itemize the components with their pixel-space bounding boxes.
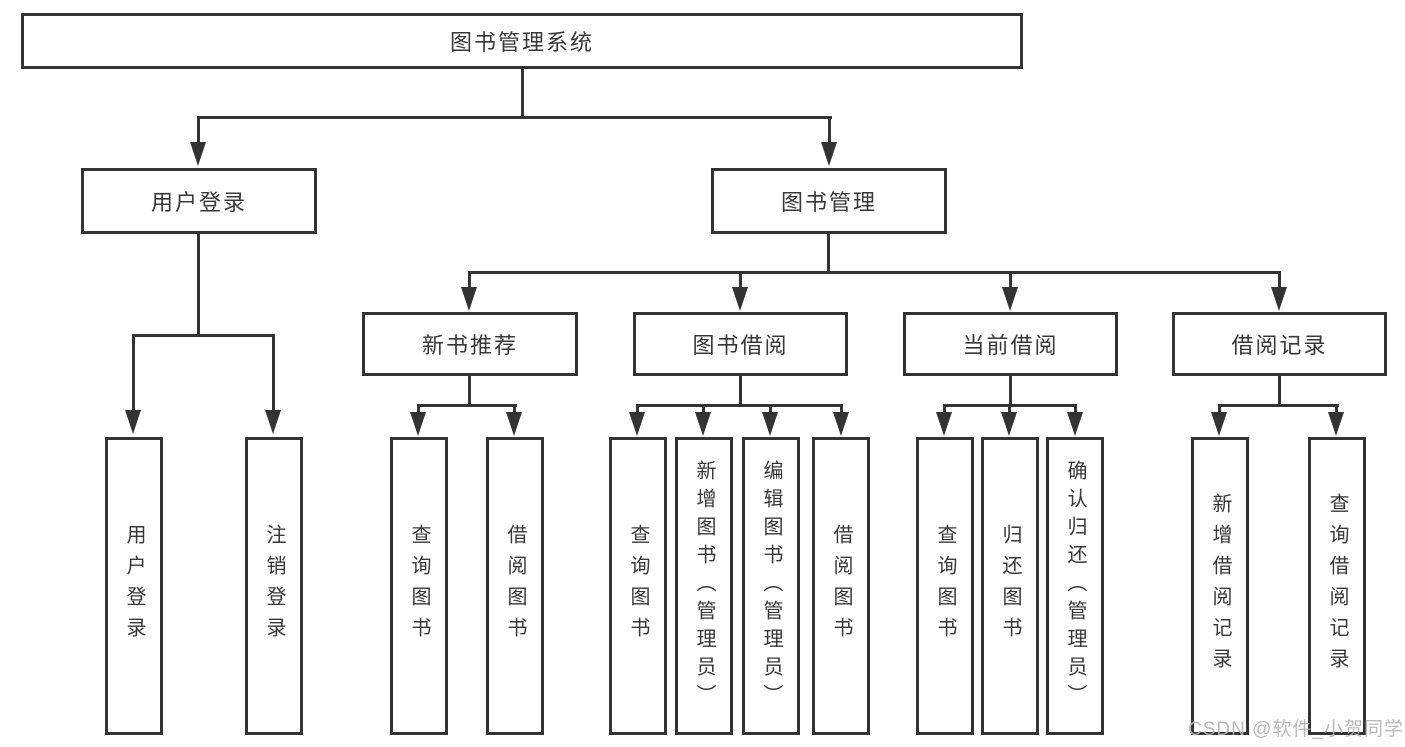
connector-line-vertical (840, 404, 843, 412)
arrowhead-icon (265, 410, 281, 434)
connector-line-vertical (468, 376, 471, 407)
leaf-current-confirm-admin: 确认归还（管理员） (1046, 437, 1104, 735)
arrowhead-icon (1002, 287, 1018, 311)
connector-line-horizontal (132, 334, 275, 337)
connector-line-horizontal (1218, 404, 1339, 407)
connector-line-vertical (468, 271, 471, 287)
connector-line-vertical (943, 404, 946, 412)
connector-line-vertical (1278, 271, 1281, 287)
connector-line-horizontal (636, 404, 843, 407)
arrowhead-icon (1271, 287, 1287, 311)
arrowhead-icon (506, 412, 522, 436)
connector-line-vertical (1008, 404, 1011, 412)
arrowhead-icon (125, 410, 141, 434)
arrowhead-icon (1067, 412, 1083, 436)
node-new-book: 新书推荐 (362, 312, 578, 376)
connector-line-vertical (1009, 271, 1012, 287)
leaf-borrow-borrow: 借阅图书 (812, 437, 870, 735)
leaf-borrow-add-admin: 新增图书（管理员） (675, 437, 733, 735)
connector-line-vertical (1278, 376, 1281, 407)
connector-line-vertical (636, 404, 639, 412)
connector-line-vertical (197, 234, 200, 337)
arrowhead-icon (410, 412, 426, 436)
connector-line-vertical (1218, 404, 1221, 412)
leaf-current-query: 查询图书 (916, 437, 974, 735)
connector-line-horizontal (197, 116, 832, 119)
connector-line-vertical (197, 116, 200, 142)
watermark: CSDN @软件_小贺同学 (1188, 719, 1404, 740)
leaf-newbook-query: 查询图书 (390, 437, 448, 735)
node-current-borrow: 当前借阅 (903, 312, 1118, 376)
leaf-borrow-query: 查询图书 (609, 437, 667, 735)
arrowhead-icon (821, 142, 837, 166)
leaf-borrow-edit-admin: 编辑图书（管理员） (742, 437, 800, 735)
node-book-borrow: 图书借阅 (633, 312, 848, 376)
leaf-current-return: 归还图书 (981, 437, 1039, 735)
connector-line-vertical (739, 271, 742, 287)
arrowhead-icon (762, 412, 778, 436)
connector-line-vertical (272, 334, 275, 410)
connector-line-vertical (1335, 404, 1338, 412)
leaf-record-query: 查询借阅记录 (1308, 437, 1366, 735)
connector-line-vertical (1009, 376, 1012, 407)
connector-line-vertical (417, 404, 420, 412)
leaf-user-logout: 注销登录 (245, 437, 303, 735)
arrowhead-icon (833, 412, 849, 436)
arrowhead-icon (1211, 412, 1227, 436)
leaf-record-add: 新增借阅记录 (1191, 437, 1249, 735)
connector-line-vertical (521, 68, 524, 119)
arrowhead-icon (1001, 412, 1017, 436)
arrowhead-icon (732, 287, 748, 311)
connector-line-vertical (1074, 404, 1077, 412)
connector-line-vertical (769, 404, 772, 412)
connector-line-vertical (739, 376, 742, 407)
connector-line-horizontal (468, 271, 1281, 274)
node-borrow-record: 借阅记录 (1172, 312, 1387, 376)
connector-line-vertical (702, 404, 705, 412)
arrowhead-icon (936, 412, 952, 436)
connector-line-vertical (827, 234, 830, 274)
leaf-newbook-borrow: 借阅图书 (486, 437, 544, 735)
arrowhead-icon (629, 412, 645, 436)
connector-line-vertical (132, 334, 135, 410)
leaf-user-login: 用户登录 (105, 437, 163, 735)
connector-line-horizontal (417, 404, 517, 407)
node-user-login: 用户登录 (81, 168, 317, 234)
node-root: 图书管理系统 (21, 13, 1023, 69)
arrowhead-icon (190, 142, 206, 166)
arrowhead-icon (461, 287, 477, 311)
node-book-mgmt: 图书管理 (711, 168, 947, 234)
arrowhead-icon (1328, 412, 1344, 436)
connector-line-vertical (513, 404, 516, 412)
connector-line-vertical (828, 116, 831, 142)
arrowhead-icon (695, 412, 711, 436)
